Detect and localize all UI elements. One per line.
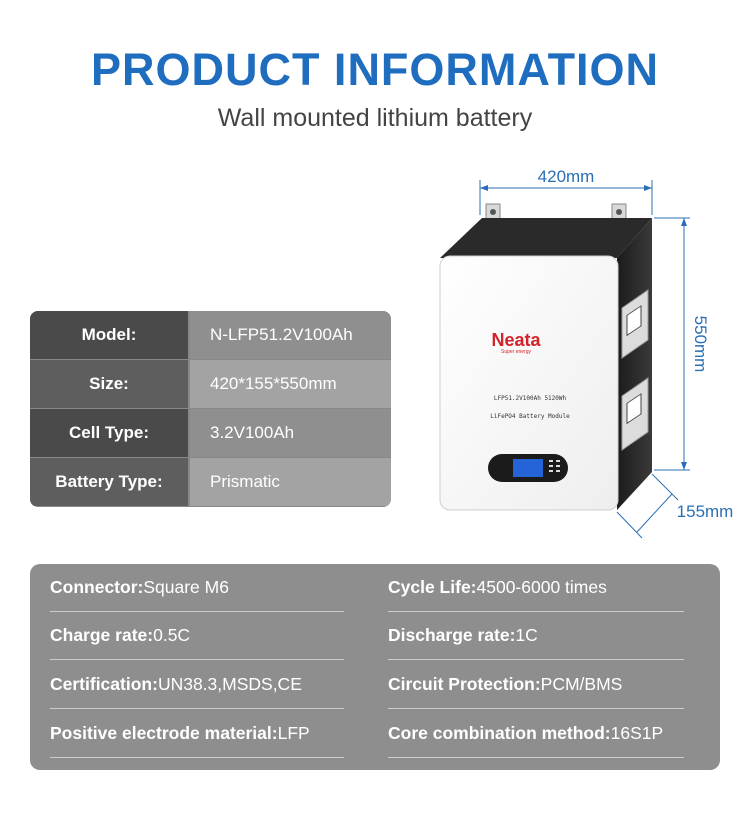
spec-key: Discharge rate:	[388, 625, 516, 645]
spec-value: Prismatic	[190, 458, 391, 506]
depth-label: 155mm	[677, 502, 734, 521]
spec-item-core-combination: Core combination method: 16S1P	[388, 710, 684, 758]
height-label: 550mm	[691, 316, 710, 373]
spec-value: Square M6	[143, 577, 229, 597]
depth-dimension: 155mm	[616, 473, 734, 539]
spec-value: PCM/BMS	[540, 674, 623, 694]
spec-key: Positive electrode material:	[50, 723, 278, 743]
spec-table: Model: N-LFP51.2V100Ah Size: 420*155*550…	[30, 311, 391, 507]
spec-label: Model:	[30, 311, 188, 359]
spec-key: Charge rate:	[50, 625, 154, 645]
rating-text: LFP51.2V100Ah 5120Wh	[494, 395, 567, 402]
width-dimension: 420mm	[479, 167, 653, 215]
brand-logo: Neata	[491, 330, 541, 350]
lcd-screen	[513, 459, 543, 477]
spec-key: Certification:	[50, 674, 158, 694]
spec-value: 1C	[515, 625, 538, 645]
spec-item-charge-rate: Charge rate: 0.5C	[50, 612, 344, 660]
spec-value: 4500-6000 times	[476, 577, 607, 597]
page-title: PRODUCT INFORMATION	[90, 44, 660, 95]
side-handle	[621, 289, 649, 451]
spec-value: UN38.3,MSDS,CE	[157, 674, 302, 694]
spec-item-cycle-life: Cycle Life: 4500-6000 times	[388, 564, 684, 612]
spec-key: Circuit Protection:	[388, 674, 541, 694]
battery-illustration: 420mm Neata Super energy LFP51.2V100Ah 5…	[439, 167, 734, 539]
spec-label: Size:	[30, 360, 188, 408]
spec-value: LFP	[277, 723, 310, 743]
spec-item-connector: Connector: Square M6	[50, 564, 344, 612]
spec-label: Battery Type:	[30, 458, 188, 506]
page-subtitle: Wall mounted lithium battery	[217, 104, 533, 132]
spec-value: 16S1P	[610, 723, 664, 743]
spec-value: 3.2V100Ah	[190, 409, 391, 457]
height-dimension: 550mm	[654, 217, 710, 471]
spec-label: Cell Type:	[30, 409, 188, 457]
module-text: LiFePO4 Battery Module	[490, 413, 570, 420]
spec-key: Core combination method:	[388, 723, 611, 743]
spec-key: Cycle Life:	[388, 577, 477, 597]
battery-top	[440, 218, 652, 258]
battery-front	[439, 255, 619, 511]
spec-row-model: Model: N-LFP51.2V100Ah	[30, 311, 391, 359]
spec-value: N-LFP51.2V100Ah	[190, 311, 391, 359]
spec-key: Connector:	[50, 577, 144, 597]
spec-panel: Connector: Square M6 Charge rate: 0.5C C…	[30, 564, 720, 770]
spec-item-electrode-material: Positive electrode material: LFP	[50, 710, 344, 758]
spec-value: 420*155*550mm	[190, 360, 391, 408]
brand-tagline: Super energy	[501, 349, 532, 355]
spec-row-cell-type: Cell Type: 3.2V100Ah	[30, 409, 391, 457]
spec-row-size: Size: 420*155*550mm	[30, 360, 391, 408]
battery-side	[617, 218, 652, 510]
spec-value: 0.5C	[153, 625, 191, 645]
spec-item-certification: Certification: UN38.3,MSDS,CE	[50, 661, 344, 709]
width-label: 420mm	[538, 167, 595, 186]
spec-item-circuit-protection: Circuit Protection: PCM/BMS	[388, 661, 684, 709]
spec-item-discharge-rate: Discharge rate: 1C	[388, 612, 684, 660]
spec-row-battery-type: Battery Type: Prismatic	[30, 458, 391, 507]
